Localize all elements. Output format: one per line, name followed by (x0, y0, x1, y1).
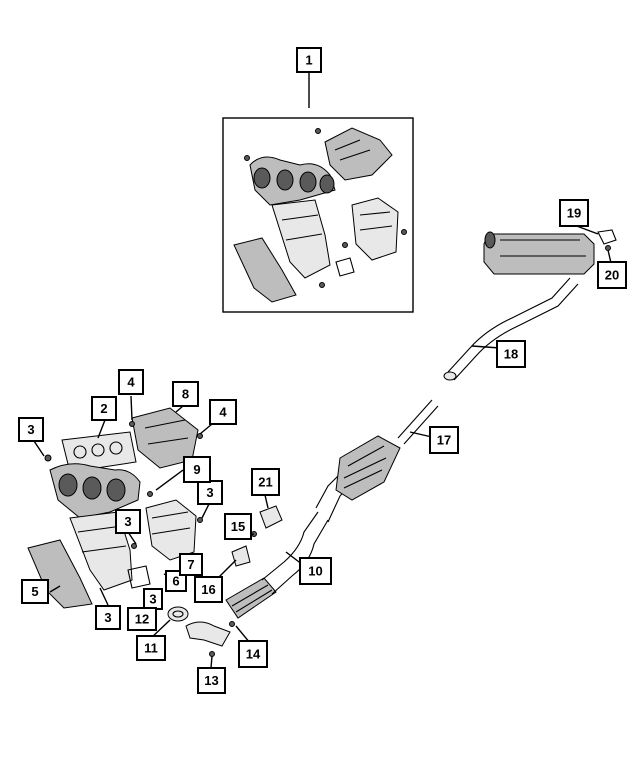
svg-text:7: 7 (187, 557, 194, 572)
svg-text:14: 14 (246, 647, 261, 662)
svg-text:9: 9 (193, 462, 200, 477)
callout-19: 19 (559, 199, 589, 227)
manifold-assembly-inset (222, 117, 414, 313)
callout-14: 14 (238, 640, 268, 668)
svg-text:19: 19 (567, 206, 581, 221)
callout-1: 1 (296, 47, 322, 73)
svg-text:11: 11 (144, 641, 158, 656)
callout-3-bracket: 3 (143, 588, 163, 610)
svg-text:18: 18 (504, 347, 518, 362)
callout-3-right: 3 (197, 480, 223, 505)
svg-text:1: 1 (305, 53, 312, 68)
svg-text:3: 3 (206, 485, 213, 500)
svg-text:17: 17 (437, 433, 451, 448)
svg-text:20: 20 (605, 268, 619, 283)
callout-12: 12 (127, 607, 157, 631)
exhaust-manifold-exploded (27, 407, 203, 609)
callout-3-top-left: 3 (18, 417, 44, 442)
svg-text:4: 4 (219, 405, 227, 420)
svg-text:12: 12 (135, 612, 149, 627)
svg-text:10: 10 (308, 564, 322, 579)
callout-4-top: 4 (118, 369, 144, 395)
callout-16: 16 (194, 576, 223, 603)
callout-13: 13 (197, 667, 226, 694)
callout-18: 18 (496, 340, 526, 368)
callout-3-middle: 3 (115, 509, 141, 534)
svg-text:16: 16 (201, 582, 215, 597)
svg-text:13: 13 (204, 673, 218, 688)
svg-text:3: 3 (124, 514, 131, 529)
callout-17: 17 (429, 426, 459, 454)
svg-text:3: 3 (27, 422, 34, 437)
callout-8: 8 (172, 381, 199, 407)
callout-3-lower: 3 (95, 605, 121, 630)
svg-text:5: 5 (31, 584, 38, 599)
svg-text:2: 2 (100, 401, 107, 416)
svg-text:6: 6 (172, 574, 179, 589)
callout-5: 5 (21, 579, 49, 604)
svg-text:3: 3 (149, 592, 156, 607)
callout-15: 15 (224, 513, 252, 540)
svg-text:3: 3 (104, 610, 111, 625)
exhaust-pipe-system (167, 229, 617, 657)
callout-10: 10 (299, 557, 332, 585)
callout-7: 7 (179, 553, 203, 576)
callout-11: 11 (136, 635, 166, 661)
svg-text:21: 21 (258, 475, 272, 490)
callout-2: 2 (91, 396, 117, 421)
svg-text:15: 15 (231, 519, 245, 534)
callout-4-right: 4 (209, 399, 237, 425)
callout-20: 20 (597, 261, 627, 289)
callout-9: 9 (183, 456, 211, 483)
svg-text:4: 4 (127, 375, 135, 390)
callout-21: 21 (251, 468, 280, 496)
svg-text:8: 8 (182, 387, 189, 402)
